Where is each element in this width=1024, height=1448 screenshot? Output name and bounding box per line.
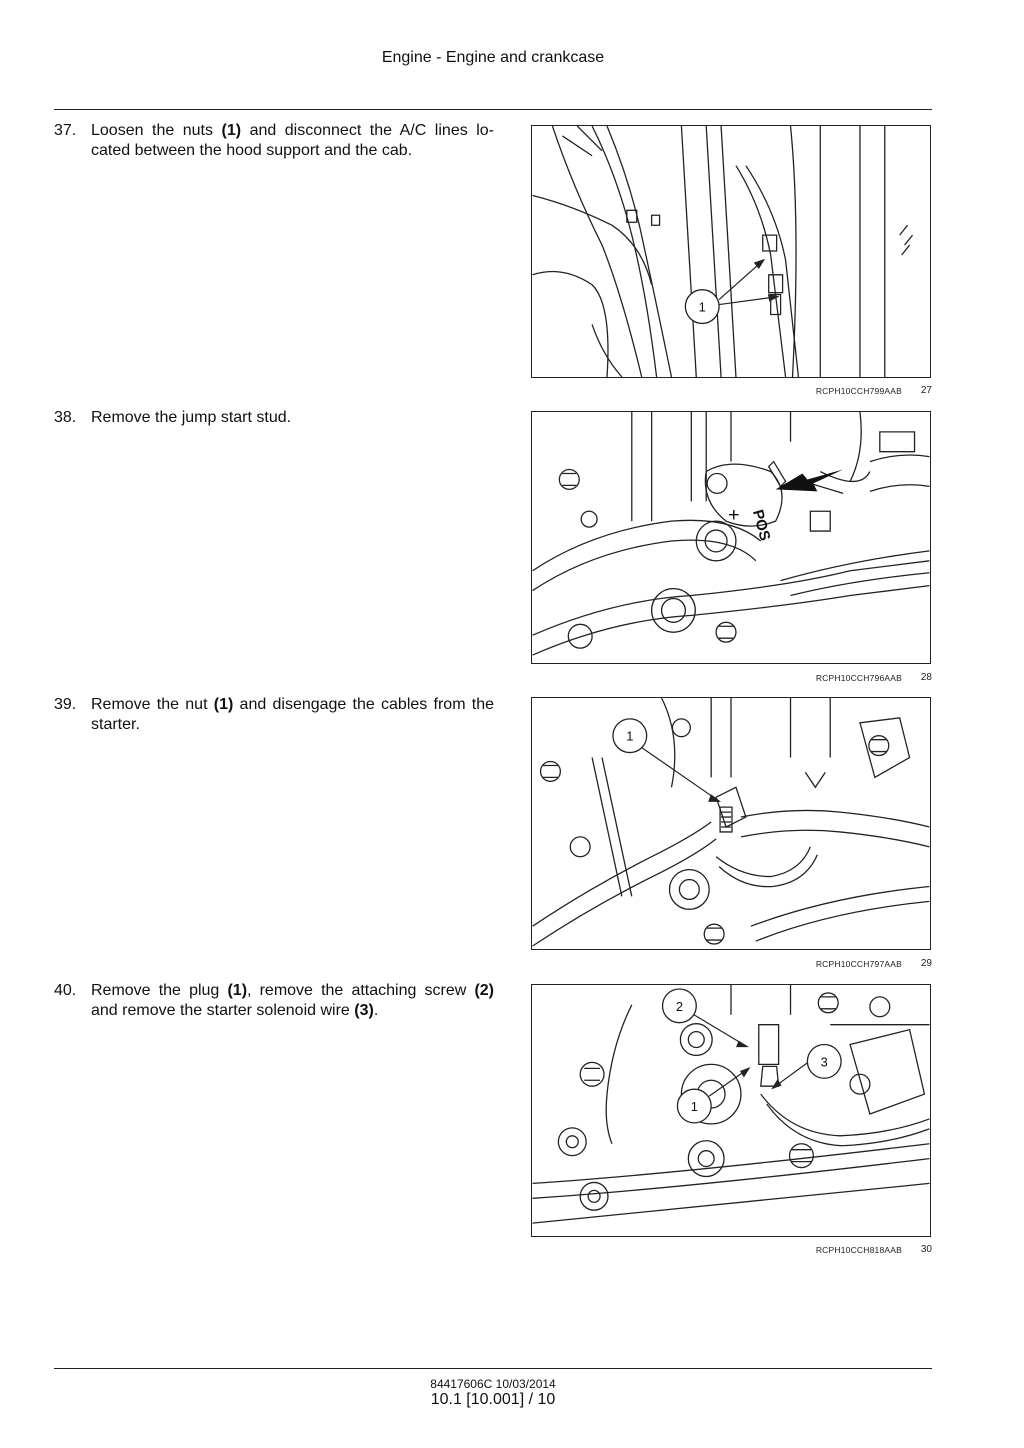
callout-ref: (1) bbox=[221, 122, 242, 139]
figure-29-illustration: 1 bbox=[531, 697, 931, 950]
figure-number: 30 bbox=[920, 1244, 932, 1255]
figure-code: RCPH10CCH796AAB bbox=[815, 673, 902, 683]
callout-label: 3 bbox=[821, 1054, 828, 1069]
step-text: Remove the jump start stud. bbox=[91, 408, 494, 428]
footer-document-id: 84417606C 10/03/2014 bbox=[430, 1377, 556, 1391]
step-text: Remove the plug (1), remove the attachin… bbox=[91, 981, 494, 1021]
step-text-part: , remove the attaching screw bbox=[247, 982, 475, 999]
step-text-part: Remove the nut bbox=[91, 696, 214, 713]
pos-stamp-label: POS bbox=[749, 508, 773, 543]
figure-number: 27 bbox=[920, 385, 932, 396]
figure-code: RCPH10CCH799AAB bbox=[815, 386, 902, 396]
footer-page-reference: 10.1 [10.001] / 10 bbox=[430, 1391, 556, 1408]
figure-code: RCPH10CCH797AAB bbox=[815, 959, 902, 969]
step-text: Loosen the nuts (1) and disconnect the A… bbox=[91, 121, 494, 161]
figure-number: 29 bbox=[920, 958, 932, 969]
figure-28-illustration: POS + bbox=[531, 411, 931, 664]
step-text: Remove the nut (1) and disengage the cab… bbox=[91, 695, 494, 735]
callout-ref: (3) bbox=[354, 1002, 374, 1019]
step-number: 39. bbox=[54, 696, 77, 713]
callout-label: 1 bbox=[691, 1099, 698, 1114]
footer-rule bbox=[54, 1368, 932, 1369]
callout-label: 1 bbox=[626, 729, 633, 744]
step-38: 38. Remove the jump start stud. bbox=[54, 408, 494, 428]
callout-label: 1 bbox=[699, 300, 706, 315]
callout-label: 2 bbox=[676, 999, 683, 1014]
callout-ref: (1) bbox=[213, 696, 234, 713]
figure-27-illustration: 1 bbox=[531, 125, 931, 378]
plus-sign-label: + bbox=[728, 504, 740, 526]
step-40: 40. Remove the plug (1), remove the atta… bbox=[54, 981, 494, 1021]
step-text-part: and remove the starter solenoid wire bbox=[91, 1002, 355, 1019]
step-39: 39. Remove the nut (1) and disengage the… bbox=[54, 695, 494, 735]
step-text-part: and disengage the cables from the starte… bbox=[91, 696, 494, 733]
figure-30-illustration: 2 3 1 bbox=[531, 984, 931, 1237]
step-text-part: Loosen the nuts bbox=[91, 122, 222, 139]
callout-ref: (1) bbox=[227, 982, 248, 999]
step-text-part: Remove the plug bbox=[91, 982, 228, 999]
figure-code: RCPH10CCH818AAB bbox=[815, 1245, 902, 1255]
figure-number: 28 bbox=[920, 672, 932, 683]
step-number: 38. bbox=[54, 409, 77, 426]
step-text-part: Remove the jump start stud. bbox=[91, 409, 292, 426]
header-rule bbox=[54, 109, 932, 110]
step-number: 40. bbox=[54, 982, 77, 999]
step-text-part: and disconnect the A/C lines lo-cated be… bbox=[91, 122, 495, 159]
callout-ref: (2) bbox=[474, 982, 495, 999]
step-37: 37. Loosen the nuts (1) and disconnect t… bbox=[54, 121, 494, 161]
step-number: 37. bbox=[54, 122, 77, 139]
page-header-title: Engine - Engine and crankcase bbox=[381, 49, 605, 66]
step-text-part: . bbox=[373, 1002, 379, 1019]
